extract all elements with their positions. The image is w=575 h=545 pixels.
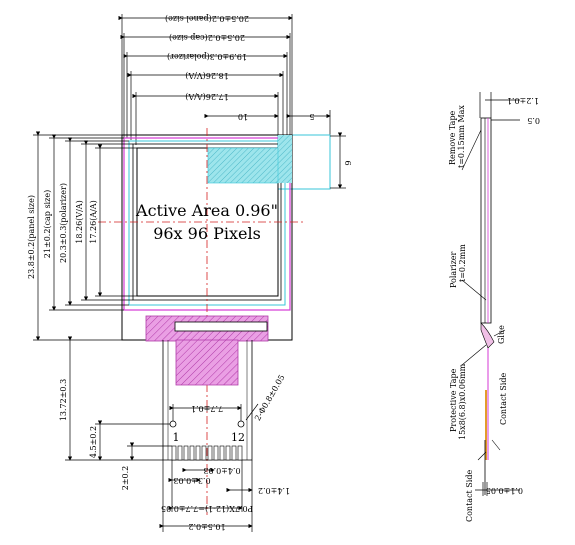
dim-2: 2±0.2 [121, 466, 130, 491]
side-view: 1.2±0.1 0.5 Remove Tape t=0.15mm Max Pol… [448, 92, 540, 522]
dim-cap-width: 20.5±0.2(cap size) [169, 33, 245, 42]
cyan-hatch-area [207, 147, 279, 184]
fpc-stiffener [175, 339, 239, 386]
top-dimensions [118, 14, 331, 145]
dim-4-5: 4.5±0.2 [89, 426, 98, 458]
active-area-pixels: 96x 96 Pixels [153, 224, 261, 243]
dim-polarizer-width: 19.9±0.3(polarizer) [167, 52, 247, 61]
dim-panel-height: 23.8±0.2(panel size) [27, 195, 36, 279]
dim-5: 5 [309, 112, 314, 121]
polarizer-thickness: t=0.2mm [458, 244, 467, 282]
side-panel-body [480, 117, 492, 324]
dim-va-width: 18.26(V/A) [185, 71, 228, 80]
cyan-hatch-right [278, 135, 292, 183]
dim-polarizer-height: 20.3±0.3(polarizer) [59, 183, 68, 263]
mount-hole-right [237, 420, 245, 428]
side-dim-0-1: 0.1±0.05 [486, 486, 523, 495]
dim-10: 10 [238, 112, 248, 121]
side-top-dims [479, 92, 520, 121]
left-dimension-labels: 23.8±0.2(panel size) 21±0.2(cap size) 20… [27, 183, 130, 490]
protective-tape-size: 15x8(6.8)x0.06mm [458, 363, 467, 440]
bottom-dimensions [159, 403, 259, 532]
dim-1-4: 1.4±0.2 [258, 486, 290, 495]
front-view: 20.5±0.2(panel size) 20.5±0.2(cap size) … [27, 14, 352, 532]
dim-6: 6 [343, 160, 352, 165]
side-glue [480, 322, 495, 349]
dim-cap-height: 21±0.2(cap size) [43, 190, 52, 258]
dim-10-5: 10.5±0.2 [188, 522, 225, 531]
remove-tape-label: Remove Tape [448, 110, 457, 165]
glue-label: Glue [497, 325, 506, 344]
remove-tape-thickness: t=0.15mm Max [457, 105, 466, 168]
driver-ic [174, 321, 268, 332]
dim-0-3: 0.3±0.03 [173, 476, 210, 485]
pin-label-1: 1 [173, 431, 180, 444]
active-area-title: Active Area 0.96" [135, 201, 278, 220]
dim-hole: 2-Φ0.8±0.05 [253, 373, 287, 422]
dim-13-72: 13.72±0.3 [59, 379, 68, 421]
contact-pads [171, 445, 243, 461]
dim-7-7: 7.7±0.1 [191, 404, 223, 413]
side-leaders [461, 129, 501, 461]
fpc-outline [162, 340, 253, 461]
left-dimensions [33, 131, 172, 461]
polarizer-label: Polarizer [449, 251, 458, 288]
dim-aa-width: 17.26(A/A) [185, 92, 228, 101]
dim-panel-width: 20.5±0.2(panel size) [165, 14, 249, 23]
pin-label-12: 12 [231, 431, 245, 444]
mount-hole-left [169, 420, 177, 428]
contact-side-label-left: Contact Side [465, 470, 474, 522]
top-dimension-labels: 20.5±0.2(panel size) 20.5±0.2(cap size) … [165, 14, 315, 121]
contact-side-label-right: Contact Side [499, 373, 508, 425]
side-dim-1-2: 1.2±0.1 [507, 96, 539, 105]
dim-va-height: 18.26(V/A) [75, 200, 84, 243]
side-bottom-dims [475, 482, 520, 496]
side-dim-0-5: 0.5 [527, 116, 540, 125]
dim-6-lines [330, 132, 346, 189]
dim-aa-height: 17.26(A/A) [89, 200, 98, 243]
protective-tape-label: Protective Tape [449, 368, 458, 432]
dim-pitch: P0.7X(12-1)=7.7±0.05 [161, 504, 253, 513]
dim-0-4: 0.4±0.03 [203, 466, 240, 475]
